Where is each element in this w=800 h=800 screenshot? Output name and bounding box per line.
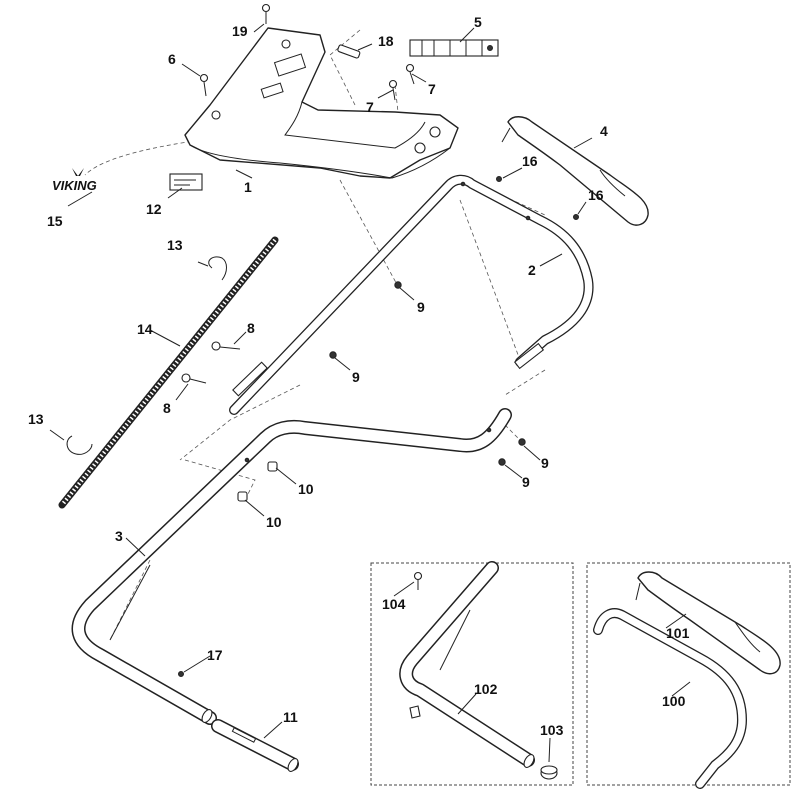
- callout-10b: 10: [266, 514, 282, 530]
- spacer-10a: [267, 461, 278, 472]
- nut-9a: [394, 281, 402, 289]
- nut-9c: [518, 438, 526, 446]
- leader-lines: [49, 23, 691, 763]
- screw-17: [178, 671, 184, 677]
- callout-6: 6: [168, 51, 176, 67]
- callout-2: 2: [528, 262, 536, 278]
- cable-14: [58, 236, 279, 509]
- callout-9a: 9: [417, 299, 425, 315]
- callout-7a: 7: [428, 81, 436, 97]
- screw-6: [199, 73, 209, 97]
- callout-103: 103: [540, 722, 564, 738]
- callout-19: 19: [232, 23, 248, 39]
- inset-box-alternative-lower-handle: [370, 561, 574, 786]
- clip-13b: [66, 435, 93, 455]
- bolt-8b: [181, 373, 207, 384]
- label-sticker-5: [409, 39, 499, 57]
- clip-13a: [208, 256, 227, 281]
- callout-12: 12: [146, 201, 162, 217]
- nut-9b: [329, 351, 337, 359]
- screw-7a: [388, 79, 398, 101]
- viking-logo-mark: [72, 168, 84, 176]
- spacer-10b: [237, 491, 248, 502]
- callout-18: 18: [378, 33, 394, 49]
- callout-101: 101: [666, 625, 690, 641]
- handle-cover: [184, 27, 459, 179]
- callout-11: 11: [283, 709, 298, 725]
- callout-16b: 16: [588, 187, 604, 203]
- callout-100: 100: [662, 693, 686, 709]
- pin-18: [337, 44, 361, 59]
- nut-16a: [496, 176, 502, 182]
- callout-17: 17: [207, 647, 223, 663]
- callout-9b: 9: [352, 369, 360, 385]
- callout-9d: 9: [522, 474, 530, 490]
- label-12: [169, 173, 203, 191]
- callout-7b: 7: [366, 99, 374, 115]
- callout-14: 14: [137, 321, 153, 337]
- callout-9c: 9: [541, 455, 549, 471]
- lower-handle-3: [71, 408, 512, 725]
- callout-5: 5: [474, 14, 482, 30]
- bolt-8a: [211, 341, 241, 351]
- callout-10a: 10: [298, 481, 314, 497]
- callout-16a: 16: [522, 153, 538, 169]
- screw-7b: [405, 63, 415, 85]
- callout-13a: 13: [167, 237, 183, 253]
- callout-102: 102: [474, 681, 498, 697]
- upper-handle-bar-2: [229, 174, 594, 415]
- end-cap-103: [540, 765, 558, 780]
- callout-labels: 1 2 3 4 5 6 7 7 8 8 9 9 9 9 10 10 11 12 …: [28, 14, 690, 738]
- inset-box-alternative-upper-handle: [586, 562, 791, 789]
- callout-1: 1: [244, 179, 252, 195]
- screw-19: [261, 3, 271, 24]
- callout-4: 4: [600, 123, 608, 139]
- tube-insert-11: [211, 719, 299, 772]
- nut-16b: [573, 214, 579, 220]
- nut-9d: [498, 458, 506, 466]
- handle-grip-101: [635, 571, 781, 675]
- callout-8b: 8: [163, 400, 171, 416]
- callout-8a: 8: [247, 320, 255, 336]
- callout-15: 15: [47, 213, 63, 229]
- viking-logo-text: VIKING: [52, 178, 97, 193]
- callout-13b: 13: [28, 411, 44, 427]
- callout-104: 104: [382, 596, 406, 612]
- screw-104: [413, 571, 423, 590]
- viking-logo: VIKING: [52, 168, 97, 193]
- handle-grip-4: [501, 116, 649, 226]
- callout-3: 3: [115, 528, 123, 544]
